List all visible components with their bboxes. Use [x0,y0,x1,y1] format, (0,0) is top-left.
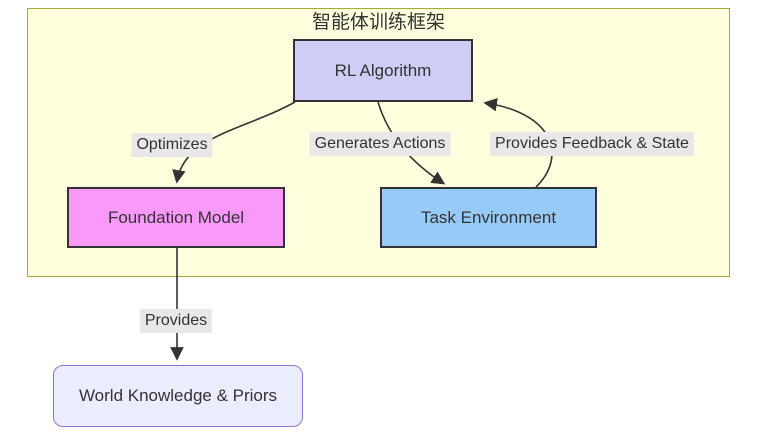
edge-label-provides: Provides [139,309,213,333]
node-world-knowledge-priors: World Knowledge & Priors [53,365,303,427]
node-task-environment-label: Task Environment [420,207,557,227]
cluster-title: 智能体训练框架 [311,12,445,33]
edge-label-provides-feedback-state: Provides Feedback & State [490,132,694,156]
node-foundation-model-label: Foundation Model [107,207,245,227]
node-world-knowledge-priors-label: World Knowledge & Priors [78,386,278,405]
node-rl-algorithm-label: RL Algorithm [334,60,432,80]
edge-label-optimizes: Optimizes [131,133,213,157]
node-foundation-model: Foundation Model [67,187,285,248]
edge-optimizes-path [172,101,296,184]
node-rl-algorithm: RL Algorithm [293,39,473,102]
edge-label-generates-actions: Generates Actions [309,132,451,156]
node-task-environment: Task Environment [380,187,597,248]
